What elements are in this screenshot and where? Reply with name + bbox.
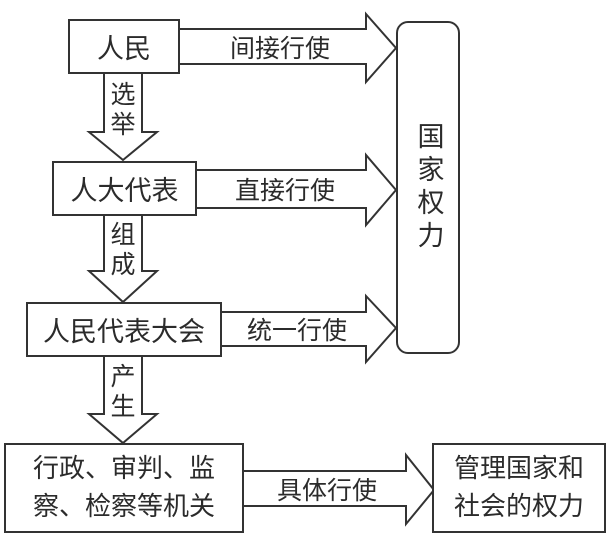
node-congress: 人民代表大会 [26,302,222,357]
label-concrete: 具体行使 [276,475,377,505]
arrow-unified [219,293,398,365]
node-people-label: 人民 [97,34,151,65]
arrow-concrete [241,452,436,527]
node-organs: 行政、审判、监 察、检察等机关 [4,443,244,533]
label-elect: 选 举 [105,80,141,140]
label-elect-1: 选 [110,80,136,109]
arrow-direct [194,152,398,228]
node-people: 人民 [68,19,180,74]
arrow-compose [86,212,160,304]
node-manage-line2: 社会的权力 [453,492,584,522]
arrow-elect [86,71,160,162]
node-manage: 管理国家和 社会的权力 [432,443,606,533]
arrow-indirect [177,11,398,85]
node-state-power-label: 国家权力 [412,121,444,254]
label-compose-1: 组 [110,220,136,249]
label-compose: 组 成 [105,220,141,280]
label-produce: 产 生 [105,362,141,422]
arrow-produce [86,353,160,445]
label-indirect: 间接行使 [229,33,330,63]
node-organs-line2: 察、检察等机关 [32,492,215,522]
label-produce-1: 产 [110,362,136,391]
node-organs-line1: 行政、审判、监 [32,454,215,484]
label-unified: 统一行使 [246,316,347,345]
node-state-power: 国家权力 [396,21,460,354]
node-deputies: 人大代表 [52,161,197,216]
label-elect-2: 举 [110,110,136,139]
node-congress-label: 人民代表大会 [43,317,205,348]
label-direct: 直接行使 [234,176,335,205]
node-manage-line1: 管理国家和 [453,454,584,484]
label-compose-2: 成 [110,250,136,279]
node-deputies-label: 人大代表 [70,176,179,207]
label-produce-2: 生 [110,392,136,421]
